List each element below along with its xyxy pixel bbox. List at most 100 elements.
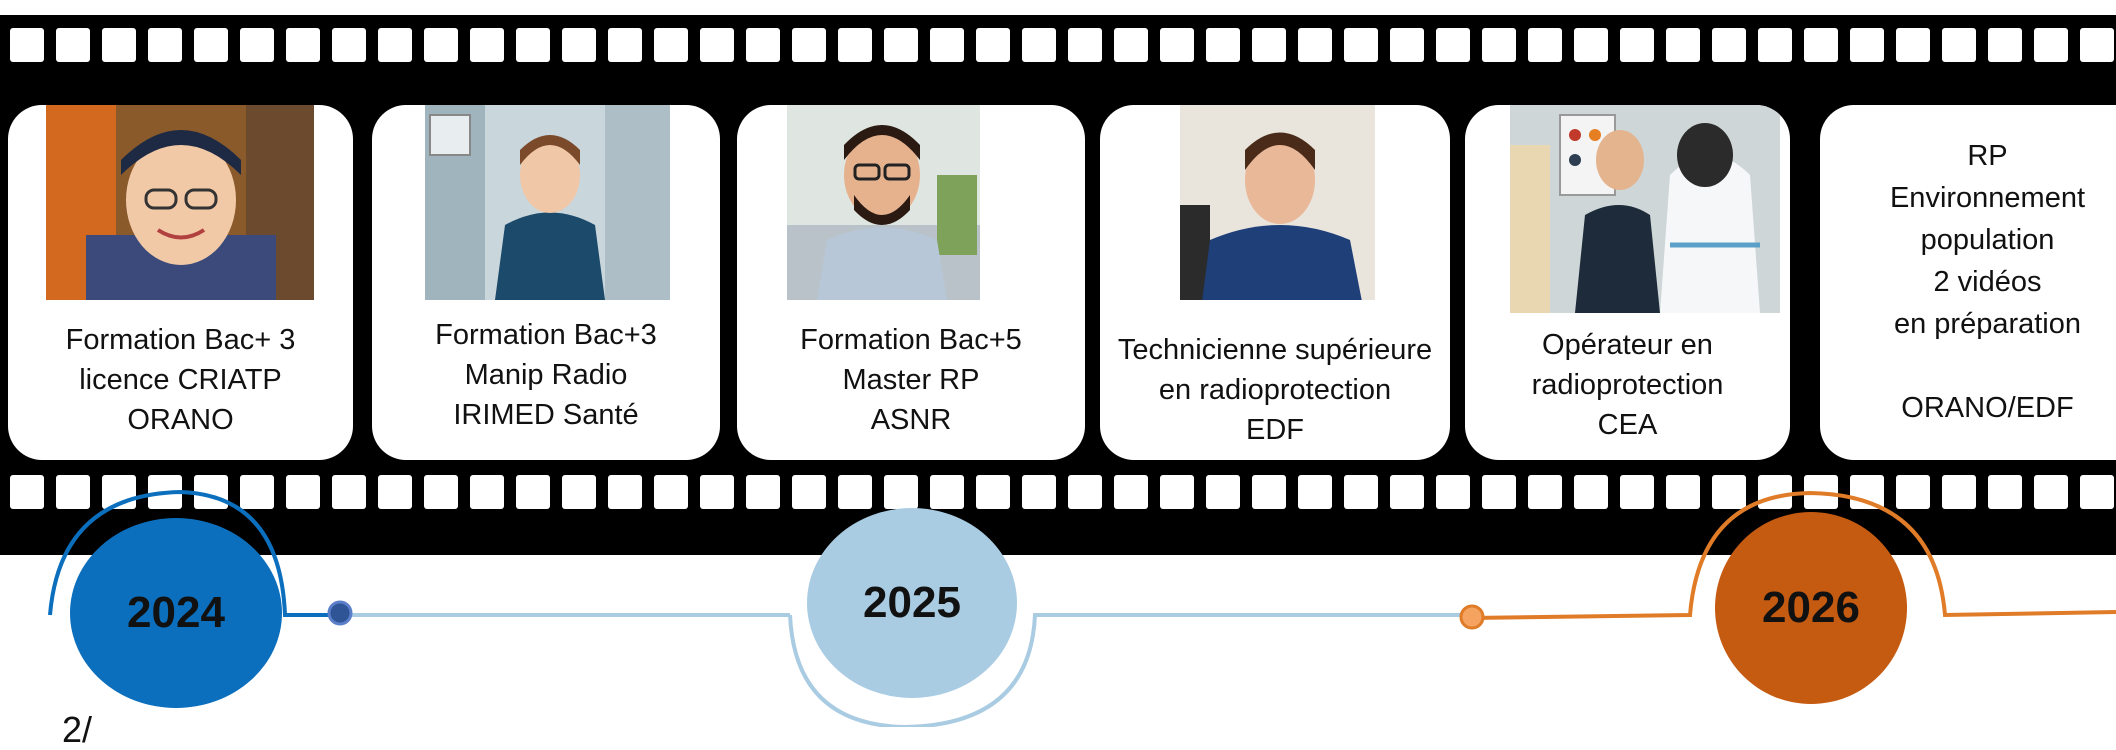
film-perforation xyxy=(930,475,964,509)
arc-2026 xyxy=(1469,490,2116,620)
film-perforation xyxy=(884,28,918,62)
film-perforation xyxy=(378,475,412,509)
film-perforation xyxy=(1252,28,1286,62)
card-line: EDF xyxy=(1246,414,1304,446)
film-perforation xyxy=(2080,28,2114,62)
card-line: 2 vidéos xyxy=(1933,266,2042,298)
film-perforation xyxy=(746,28,780,62)
timeline-dot-orange xyxy=(1459,604,1485,630)
card-line: Master RP xyxy=(842,364,980,396)
year-label: 2025 xyxy=(863,578,961,627)
film-perforation xyxy=(1160,28,1194,62)
film-perforation xyxy=(1896,475,1930,509)
film-perforation xyxy=(1758,28,1792,62)
film-perforation xyxy=(240,475,274,509)
photo-person-edf xyxy=(1180,105,1375,300)
film-perforation xyxy=(1988,28,2022,62)
film-perforation xyxy=(1574,28,1608,62)
film-perforation xyxy=(332,475,366,509)
film-perforation xyxy=(240,28,274,62)
film-perforation xyxy=(1114,475,1148,509)
photo-persons-protective-suit xyxy=(1510,105,1780,313)
film-perforation xyxy=(286,475,320,509)
film-perforation xyxy=(194,28,228,62)
photo-person-orano-helmet xyxy=(46,105,314,300)
card-text: RP Environnement population 2 vidéos en … xyxy=(1820,135,2116,429)
film-perforation xyxy=(976,475,1010,509)
film-perforation xyxy=(10,475,44,509)
film-perforation xyxy=(1712,28,1746,62)
year-2024-badge: 2024 xyxy=(70,518,282,708)
card-line: CEA xyxy=(1597,409,1658,441)
film-perforation xyxy=(838,28,872,62)
card-orano-edf[interactable]: RP Environnement population 2 vidéos en … xyxy=(1820,105,2116,460)
film-perforation xyxy=(746,475,780,509)
film-perforation xyxy=(1758,475,1792,509)
card-text: Technicienne supérieure en radioprotecti… xyxy=(1100,330,1450,450)
card-text: Formation Bac+3 Manip Radio IRIMED Santé xyxy=(372,315,720,435)
film-perforation xyxy=(1988,475,2022,509)
card-line: IRIMED Santé xyxy=(453,399,639,431)
film-perforation xyxy=(1390,28,1424,62)
film-perforation xyxy=(700,475,734,509)
film-perforation xyxy=(1068,475,1102,509)
year-2025-badge: 2025 xyxy=(807,508,1017,698)
card-line: Opérateur en xyxy=(1542,329,1713,361)
card-line: Formation Bac+ 3 xyxy=(65,324,296,356)
film-perforation xyxy=(654,475,688,509)
film-perforation xyxy=(976,28,1010,62)
film-perforation xyxy=(516,475,550,509)
card-text: Formation Bac+ 3 licence CRIATP ORANO xyxy=(8,320,353,440)
film-perforation xyxy=(1160,475,1194,509)
film-perforation xyxy=(1574,475,1608,509)
card-line: population xyxy=(1920,224,2055,256)
card-line: en radioprotection xyxy=(1158,374,1392,406)
card-edf[interactable]: Technicienne supérieure en radioprotecti… xyxy=(1100,105,1450,460)
timeline-dot-blue xyxy=(327,600,353,626)
film-perforation xyxy=(1344,28,1378,62)
film-perforations-top xyxy=(0,28,2116,66)
card-asnr[interactable]: Formation Bac+5 Master RP ASNR xyxy=(737,105,1085,460)
film-perforation xyxy=(1482,28,1516,62)
page-number-fragment: 2/ xyxy=(62,709,93,750)
film-perforation xyxy=(1022,475,1056,509)
card-line: ORANO xyxy=(127,404,234,436)
film-perforation xyxy=(1436,475,1470,509)
film-perforation xyxy=(1620,28,1654,62)
film-perforation xyxy=(1252,475,1286,509)
film-perforation xyxy=(700,28,734,62)
film-perforation xyxy=(1436,28,1470,62)
card-text: Formation Bac+5 Master RP ASNR xyxy=(737,320,1085,440)
film-perforation xyxy=(1298,475,1332,509)
card-line: ASNR xyxy=(870,404,952,436)
film-perforation xyxy=(424,28,458,62)
film-perforation xyxy=(56,475,90,509)
film-perforation xyxy=(792,28,826,62)
film-perforation xyxy=(1942,28,1976,62)
film-perforation xyxy=(562,28,596,62)
film-perforation xyxy=(1528,475,1562,509)
film-perforation xyxy=(470,28,504,62)
card-cea[interactable]: Opérateur en radioprotection CEA xyxy=(1465,105,1790,460)
film-perforation xyxy=(608,28,642,62)
card-line: ORANO/EDF xyxy=(1901,392,2074,424)
film-perforation xyxy=(1942,475,1976,509)
film-perforation xyxy=(792,475,826,509)
film-perforation xyxy=(10,28,44,62)
film-perforation xyxy=(1896,28,1930,62)
film-perforation xyxy=(1712,475,1746,509)
card-line: Manip Radio xyxy=(464,359,628,391)
film-perforation xyxy=(1666,28,1700,62)
film-perforation xyxy=(1114,28,1148,62)
film-perforation xyxy=(1344,475,1378,509)
film-perforation xyxy=(332,28,366,62)
film-perforation xyxy=(1390,475,1424,509)
photo-person-office xyxy=(787,105,980,300)
film-perforation xyxy=(1804,28,1838,62)
film-perforation xyxy=(838,475,872,509)
card-line: Environnement xyxy=(1889,182,2086,214)
card-orano[interactable]: Formation Bac+ 3 licence CRIATP ORANO xyxy=(8,105,353,460)
film-perforation xyxy=(1850,28,1884,62)
card-irimed[interactable]: Formation Bac+3 Manip Radio IRIMED Santé xyxy=(372,105,720,460)
film-perforation xyxy=(1206,475,1240,509)
